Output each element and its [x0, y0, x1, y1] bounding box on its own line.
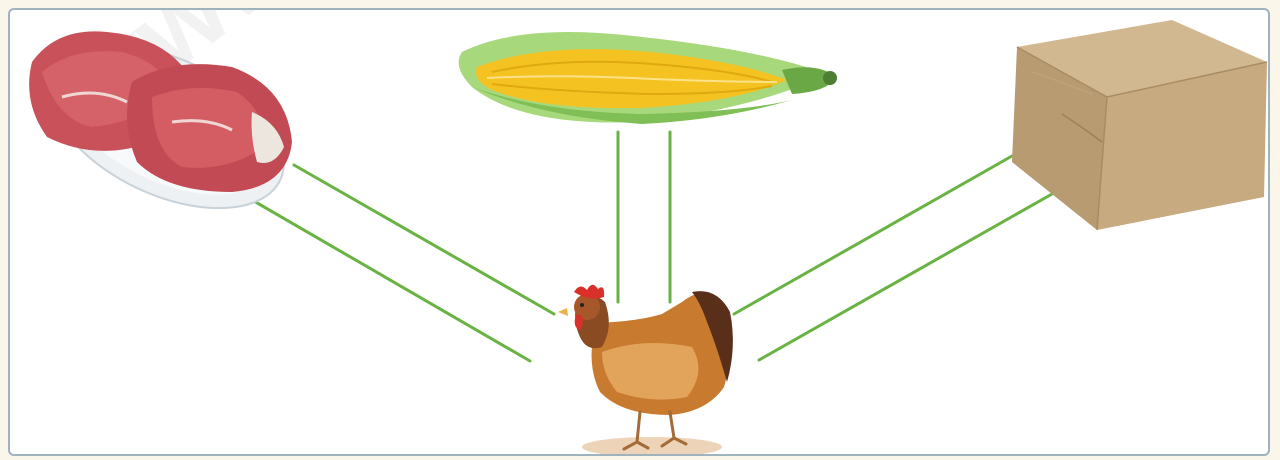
corn-cob-icon: [459, 32, 837, 124]
connector-box-hen-upper: [734, 156, 1012, 314]
diagram-canvas: [8, 8, 1270, 456]
connector-box-hen-lower: [759, 194, 1052, 360]
connector-meat-hen-upper: [294, 165, 554, 314]
hen-icon: [558, 285, 733, 456]
connector-meat-hen-lower: [252, 200, 530, 361]
cardboard-box-icon: [1012, 20, 1267, 230]
diagram-frame: www.yo: [8, 8, 1270, 456]
